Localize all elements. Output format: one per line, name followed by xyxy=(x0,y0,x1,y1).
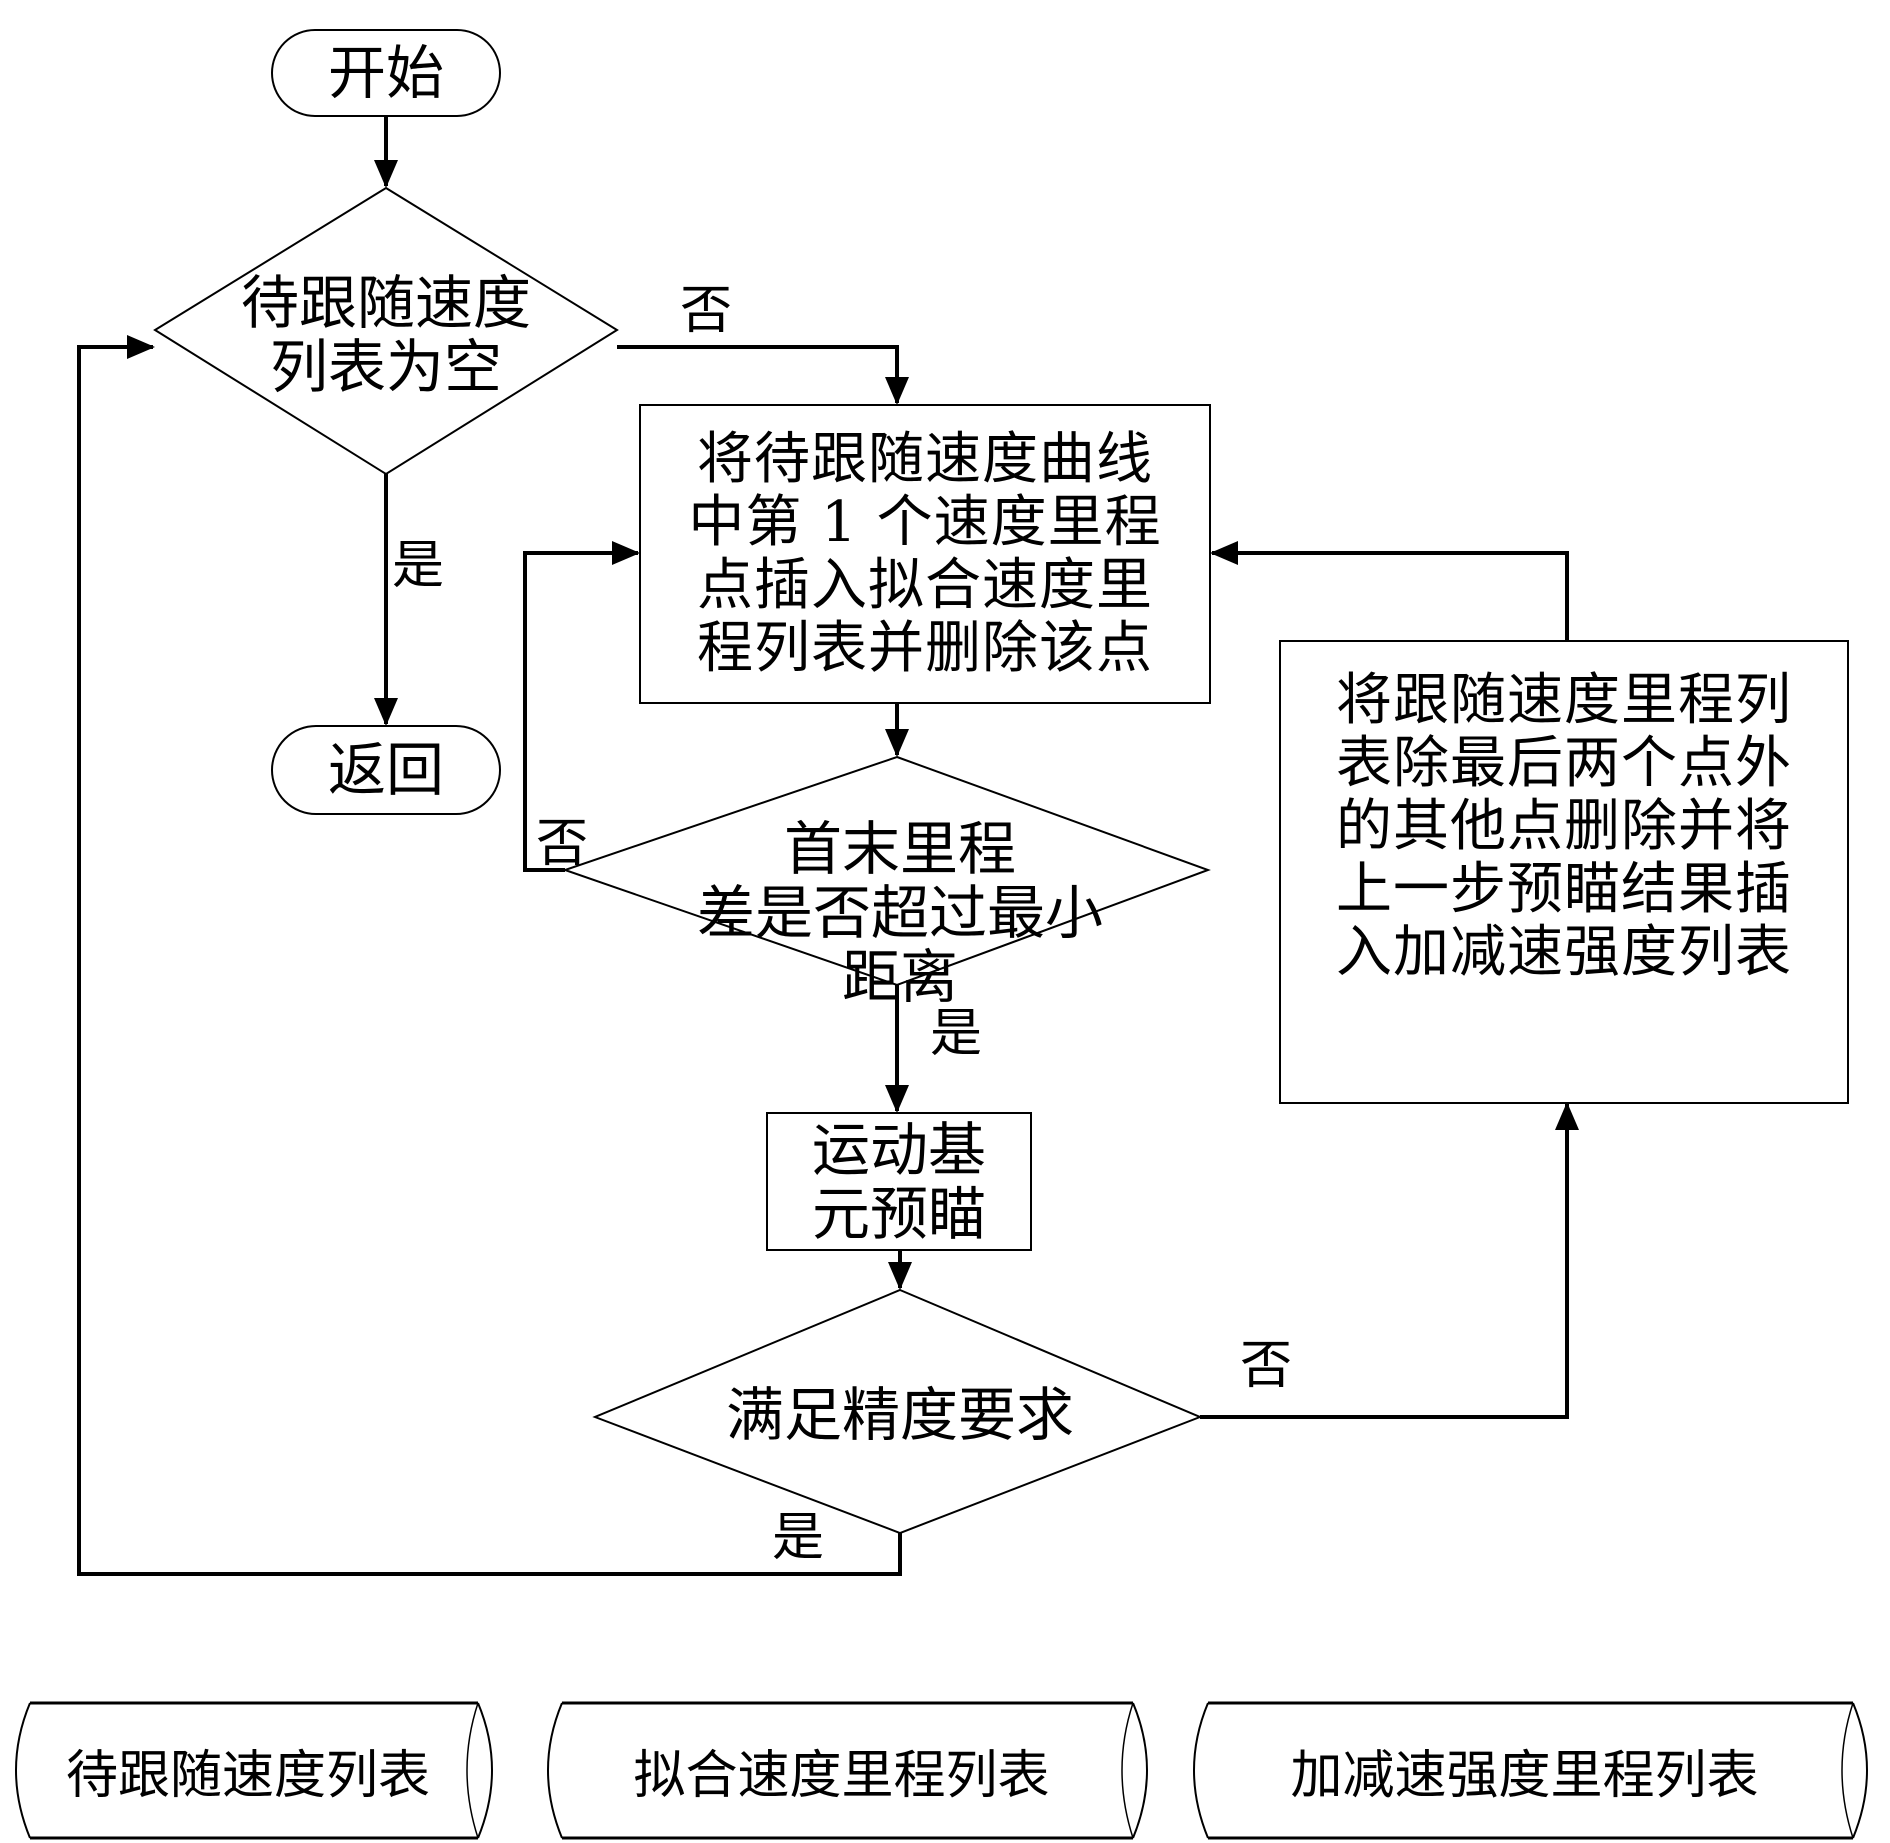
start-terminal: 开始 xyxy=(272,30,500,116)
process-update: 将跟随速度里程列 表除最后两个点外 的其他点删除并将 上一步预瞄结果插 入加减速… xyxy=(1280,641,1848,1011)
data-store-label: 拟合速度里程列表 xyxy=(633,1746,1050,1806)
decision-precision: 满足精度要求 xyxy=(640,1375,1160,1455)
edge-label-list-empty-yes: 是 xyxy=(392,536,445,596)
edge-label-distance-no: 否 xyxy=(536,814,589,874)
data-store-label: 待跟随速度列表 xyxy=(65,1746,430,1806)
return-terminal-shape xyxy=(271,725,501,815)
process-insert-line: 中第 1 个速度里程 xyxy=(688,490,1162,555)
process-insert-line: 点插入拟合速度里 xyxy=(697,553,1153,618)
data-store-shape-2 xyxy=(1193,1701,1868,1840)
decision-distance-line: 首末里程 xyxy=(783,815,1016,883)
data-store-0: 待跟随速度列表 xyxy=(18,1703,478,1838)
edge-precision-yes xyxy=(77,335,902,1576)
start-label: 开始 xyxy=(327,39,444,107)
data-store-shape-0 xyxy=(15,1701,493,1840)
process-update-shape xyxy=(1279,640,1849,1104)
edge-distance-no xyxy=(523,541,640,872)
edge-label-list-empty-no: 否 xyxy=(680,281,733,341)
decision-distance-line: 距离 xyxy=(841,943,958,1011)
return-terminal: 返回 xyxy=(272,726,500,814)
process-update-line: 表除最后两个点外 xyxy=(1336,730,1792,796)
decision-distance: 首末里程 差是否超过最小 距离 xyxy=(640,808,1160,1018)
process-preview: 运动基 元预瞄 xyxy=(767,1113,1031,1250)
process-update-line: 将跟随速度里程列 xyxy=(1336,667,1792,733)
process-insert-line: 程列表并删除该点 xyxy=(697,616,1153,681)
edge-label-distance-yes: 是 xyxy=(930,1004,983,1064)
process-insert-shape xyxy=(639,404,1211,704)
data-store-label: 加减速强度里程列表 xyxy=(1290,1746,1759,1806)
edge-label-precision-yes: 是 xyxy=(772,1508,825,1568)
data-store-shape-1 xyxy=(547,1701,1148,1840)
data-store-1: 拟合速度里程列表 xyxy=(550,1703,1133,1838)
process-update-line: 入加减速强度列表 xyxy=(1336,919,1792,985)
return-label: 返回 xyxy=(327,736,444,804)
decision-list-empty: 待跟随速度 列表为空 xyxy=(200,260,572,410)
decision-list-empty-line: 待跟随速度 xyxy=(240,269,531,337)
edge-precision-no xyxy=(1200,1102,1579,1419)
process-update-line: 的其他点删除并将 xyxy=(1336,793,1792,859)
edge-update-to-insert xyxy=(1210,541,1569,641)
edge-list-empty-no xyxy=(617,345,909,405)
process-update-line: 上一步预瞄结果插 xyxy=(1336,856,1792,922)
decision-list-empty-line: 列表为空 xyxy=(269,333,502,401)
decision-distance-line: 差是否超过最小 xyxy=(696,879,1103,947)
process-insert: 将待跟随速度曲线 中第 1 个速度里程 点插入拟合速度里 程列表并删除该点 xyxy=(640,405,1210,703)
decision-precision-label: 满足精度要求 xyxy=(725,1381,1074,1449)
edge-label-precision-no: 否 xyxy=(1240,1336,1293,1396)
process-preview-line: 元预瞄 xyxy=(811,1179,986,1248)
data-store-2: 加减速强度里程列表 xyxy=(1196,1703,1853,1838)
process-insert-line: 将待跟随速度曲线 xyxy=(697,427,1153,492)
process-preview-line: 运动基 xyxy=(811,1115,986,1184)
